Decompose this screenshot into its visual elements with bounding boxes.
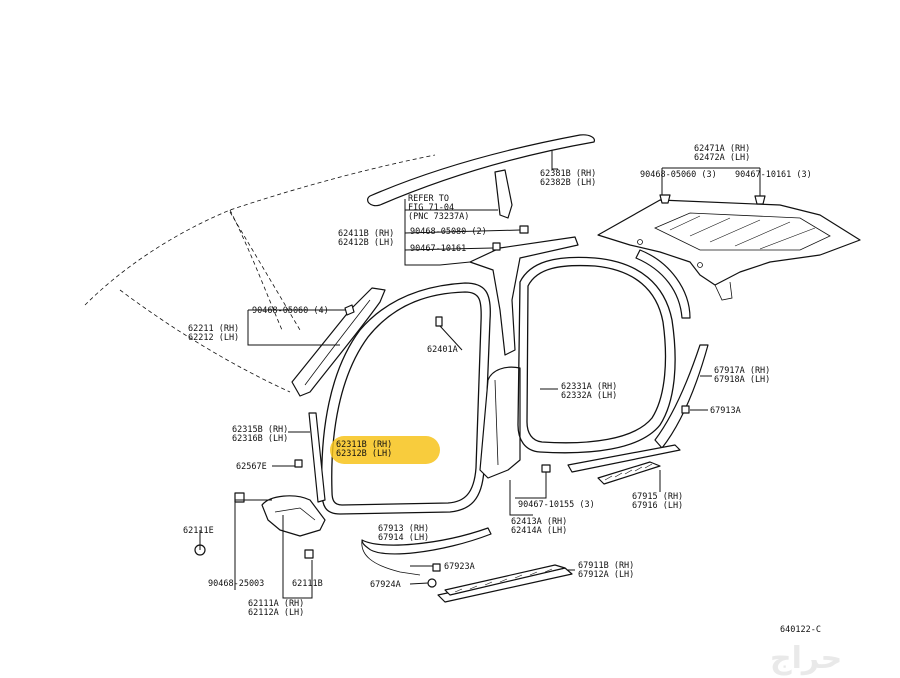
upper-garnish-piece [494, 169, 513, 219]
label-62413A: 62413A (RH)62414A (LH) [511, 517, 567, 536]
front-door-weatherstrip [321, 282, 491, 515]
rear-scuff-plate [567, 444, 681, 485]
label-62111B: 62111B [292, 579, 323, 589]
label-90468-05060-4: 90468-05060 (4) [252, 306, 329, 316]
fastener-icon [194, 225, 690, 588]
label-90468-05080-2: 90468-05080 (2) [410, 227, 487, 237]
cowl-side-trim [261, 495, 326, 537]
front-pillar-garnish [291, 287, 386, 397]
center-pillar-garnish [469, 236, 579, 479]
watermark-logo: حراج [770, 641, 842, 676]
label-62471A: 62471A (RH)62472A (LH) [694, 144, 750, 163]
label-62401A: 62401A [427, 345, 458, 355]
front-opening-trim [308, 412, 326, 503]
label-90468-05060-3: 90468-05060 (3) [640, 170, 717, 180]
rear-door-weatherstrip [517, 256, 676, 454]
roof-side-rail [367, 134, 595, 207]
label-62411B: 62411B (RH)62412B (LH) [338, 229, 394, 248]
clip-icon [659, 194, 766, 205]
label-62331A: 62331A (RH)62332A (LH) [561, 382, 617, 401]
label-67924A: 67924A [370, 580, 401, 590]
front-scuff-strip [361, 527, 492, 576]
rear-side-scuff [654, 344, 709, 449]
label-62315B: 62315B (RH)62316B (LH) [232, 425, 288, 444]
label-67923A: 67923A [444, 562, 475, 572]
leader-lines [199, 150, 761, 599]
label-67915: 67915 (RH)67916 (LH) [632, 492, 683, 511]
label-90467-10161-3: 90467-10161 (3) [735, 170, 812, 180]
label-67913: 67913 (RH)67914 (LH) [378, 524, 429, 543]
rear-pillar-trim [635, 249, 691, 319]
roof-headliner [597, 199, 861, 301]
label-62111A: 62111A (RH)62112A (LH) [248, 599, 304, 618]
label-62111E: 62111E [183, 526, 214, 536]
label-90468-25003: 90468-25003 [208, 579, 264, 589]
label-62311B: 62311B (RH)62312B (LH) [336, 440, 392, 459]
label-67913A: 67913A [710, 406, 741, 416]
diagram-code: 640122-C [780, 625, 821, 635]
label-90467-10155-3: 90467-10155 (3) [518, 500, 595, 510]
label-67911B: 67911B (RH)67912A (LH) [578, 561, 634, 580]
label-62567E: 62567E [236, 462, 267, 472]
label-62211: 62211 (RH)62212 (LH) [188, 324, 239, 343]
highlight-62311B [330, 436, 440, 464]
label-90467-10161: 90467-10161 [410, 244, 466, 254]
callouts: 62381B (RH)62382B (LH) 62471A (RH)62472A… [183, 144, 821, 635]
front-scuff-plate [437, 564, 573, 603]
label-62381B: 62381B (RH)62382B (LH) [540, 169, 596, 188]
label-67917A: 67917A (RH)67918A (LH) [714, 366, 770, 385]
